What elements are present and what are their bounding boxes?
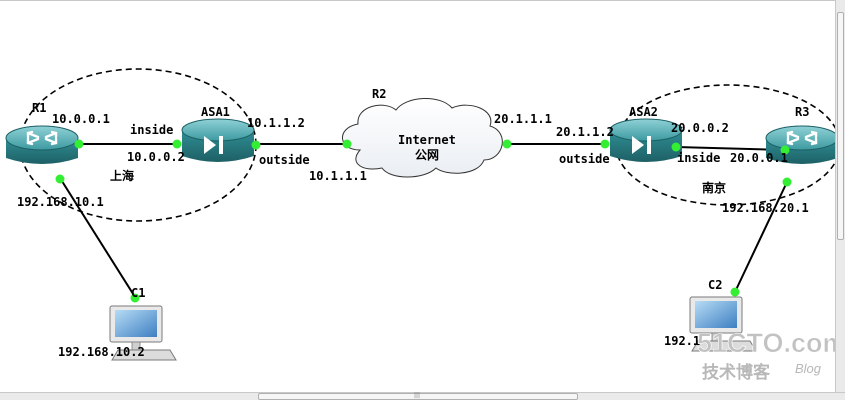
port-dot-r3-asa2	[780, 145, 790, 155]
ip-asa2-outside: 20.1.1.2	[556, 125, 614, 139]
port-dot-r1-asa1	[74, 139, 84, 149]
label-r2: R2	[372, 87, 386, 101]
label-asa1: ASA1	[201, 105, 230, 119]
ip-asa2-inside: 20.0.0.2	[671, 121, 729, 135]
label-c2: C2	[708, 278, 722, 292]
label-asa1-inside: inside	[130, 123, 173, 137]
watermark-blog: Blog	[795, 361, 822, 376]
firewall-asa1-icon[interactable]	[181, 118, 255, 162]
router-r3-icon[interactable]	[765, 125, 839, 164]
port-dot-r2-right	[502, 139, 512, 149]
ip-c2: 192.1	[664, 334, 700, 348]
port-dot-c1	[130, 293, 140, 303]
label-asa2-outside: outside	[559, 152, 610, 166]
watermark-site: 51CTO.com	[697, 328, 845, 358]
ip-r1-wan: 10.0.0.1	[52, 112, 110, 126]
watermark-sub: 技术博客	[702, 362, 771, 383]
ip-r3-lan: 192.168.20.1	[722, 201, 809, 215]
vertical-scrollbar-thumb[interactable]	[837, 12, 844, 240]
internet-cloud-icon[interactable]	[342, 97, 503, 178]
ip-r2-left: 10.1.1.1	[309, 169, 367, 183]
canvas-top-border	[0, 0, 845, 1]
ip-r3-wan: 20.0.0.1	[730, 151, 788, 165]
label-asa1-outside: outside	[259, 153, 310, 167]
ip-asa1-outside: 10.1.1.2	[247, 116, 305, 130]
ip-asa1-inside: 10.0.0.2	[127, 150, 185, 164]
horizontal-scrollbar[interactable]: |||	[0, 392, 845, 400]
port-dot-asa1-outside	[251, 140, 261, 150]
pc-c1-icon[interactable]	[109, 305, 177, 361]
link-r1-c1	[59, 177, 136, 298]
label-asa2: ASA2	[629, 105, 658, 119]
port-dot-asa2-inside	[671, 142, 681, 152]
label-c1: C1	[131, 286, 145, 300]
firewall-asa2-icon[interactable]	[609, 118, 683, 162]
label-asa2-inside: inside	[677, 151, 720, 165]
ip-r1-lan: 192.168.10.1	[17, 195, 104, 209]
watermark-logo: 51CTO.com 技术博客 Blog	[697, 328, 845, 383]
label-r1: R1	[32, 101, 46, 115]
ip-c1: 192.168.10.2	[58, 345, 145, 359]
router-r1-icon[interactable]	[5, 125, 79, 164]
port-dot-r1-lan	[55, 174, 65, 184]
port-dot-r3-lan	[782, 177, 792, 187]
zone-label-left: 上海	[110, 168, 134, 183]
pc-c2-icon[interactable]	[689, 296, 757, 352]
port-dot-c2	[730, 287, 740, 297]
cloud-label-internet: Internet	[398, 133, 456, 147]
zone-label-right: 南京	[702, 180, 726, 195]
port-dot-r2-left	[342, 139, 352, 149]
link-r3-c2	[734, 181, 788, 293]
ip-r2-right: 20.1.1.1	[494, 112, 552, 126]
scrollbar-grip-icon: |||	[413, 392, 421, 399]
cloud-label-public: 公网	[415, 148, 439, 162]
vertical-scrollbar[interactable]	[835, 0, 845, 400]
label-r3: R3	[795, 105, 809, 119]
port-dot-asa1-inside	[172, 139, 182, 149]
port-dot-asa2-outside	[600, 139, 610, 149]
